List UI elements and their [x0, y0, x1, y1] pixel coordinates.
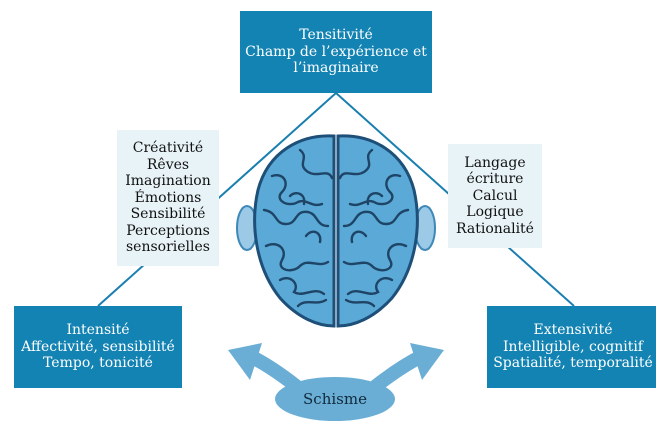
trait-perceptions: Perceptions [126, 222, 210, 239]
extensivite-box: Extensivité Intelligible, cognitif Spati… [487, 306, 656, 388]
trait-calcul: Calcul [472, 187, 518, 204]
tensitivite-line-2: Champ de l’expérience et [245, 43, 427, 60]
brain-icon [236, 134, 436, 328]
schisme-ellipse [275, 377, 395, 421]
schisme-label: Schisme [303, 390, 367, 408]
right-brain-traits-box: Créativité Rêves Imagination Émotions Se… [117, 130, 219, 266]
double-arrow-icon [228, 343, 444, 421]
trait-langage: Langage [464, 154, 526, 171]
intensite-line-2: Affectivité, sensibilité [21, 338, 175, 355]
trait-sensorielles: sensorielles [126, 239, 210, 256]
tensitivite-line-3: l’imaginaire [293, 60, 379, 77]
tensitivite-line-1: Tensitivité [299, 27, 373, 44]
intensite-line-1: Intensité [66, 322, 130, 339]
intensite-line-3: Tempo, tonicité [43, 355, 153, 372]
trait-sensibilite: Sensibilité [130, 206, 206, 223]
trait-ecriture: écriture [466, 171, 524, 188]
trait-logique: Logique [466, 204, 524, 221]
left-brain-traits-box: Langage écriture Calcul Logique Rational… [448, 144, 542, 248]
intensite-box: Intensité Affectivité, sensibilité Tempo… [14, 306, 182, 388]
tensitivite-box: Tensitivité Champ de l’expérience et l’i… [240, 11, 432, 93]
trait-emotions: Émotions [134, 189, 202, 206]
trait-creativite: Créativité [132, 140, 204, 157]
extensivite-line-1: Extensivité [533, 322, 613, 339]
extensivite-line-2: Intelligible, cognitif [503, 338, 643, 355]
trait-imagination: Imagination [125, 173, 211, 190]
trait-rationalite: Rationalité [456, 220, 534, 237]
extensivite-line-3: Spatialité, temporalité [493, 355, 653, 372]
trait-reves: Rêves [146, 156, 190, 173]
